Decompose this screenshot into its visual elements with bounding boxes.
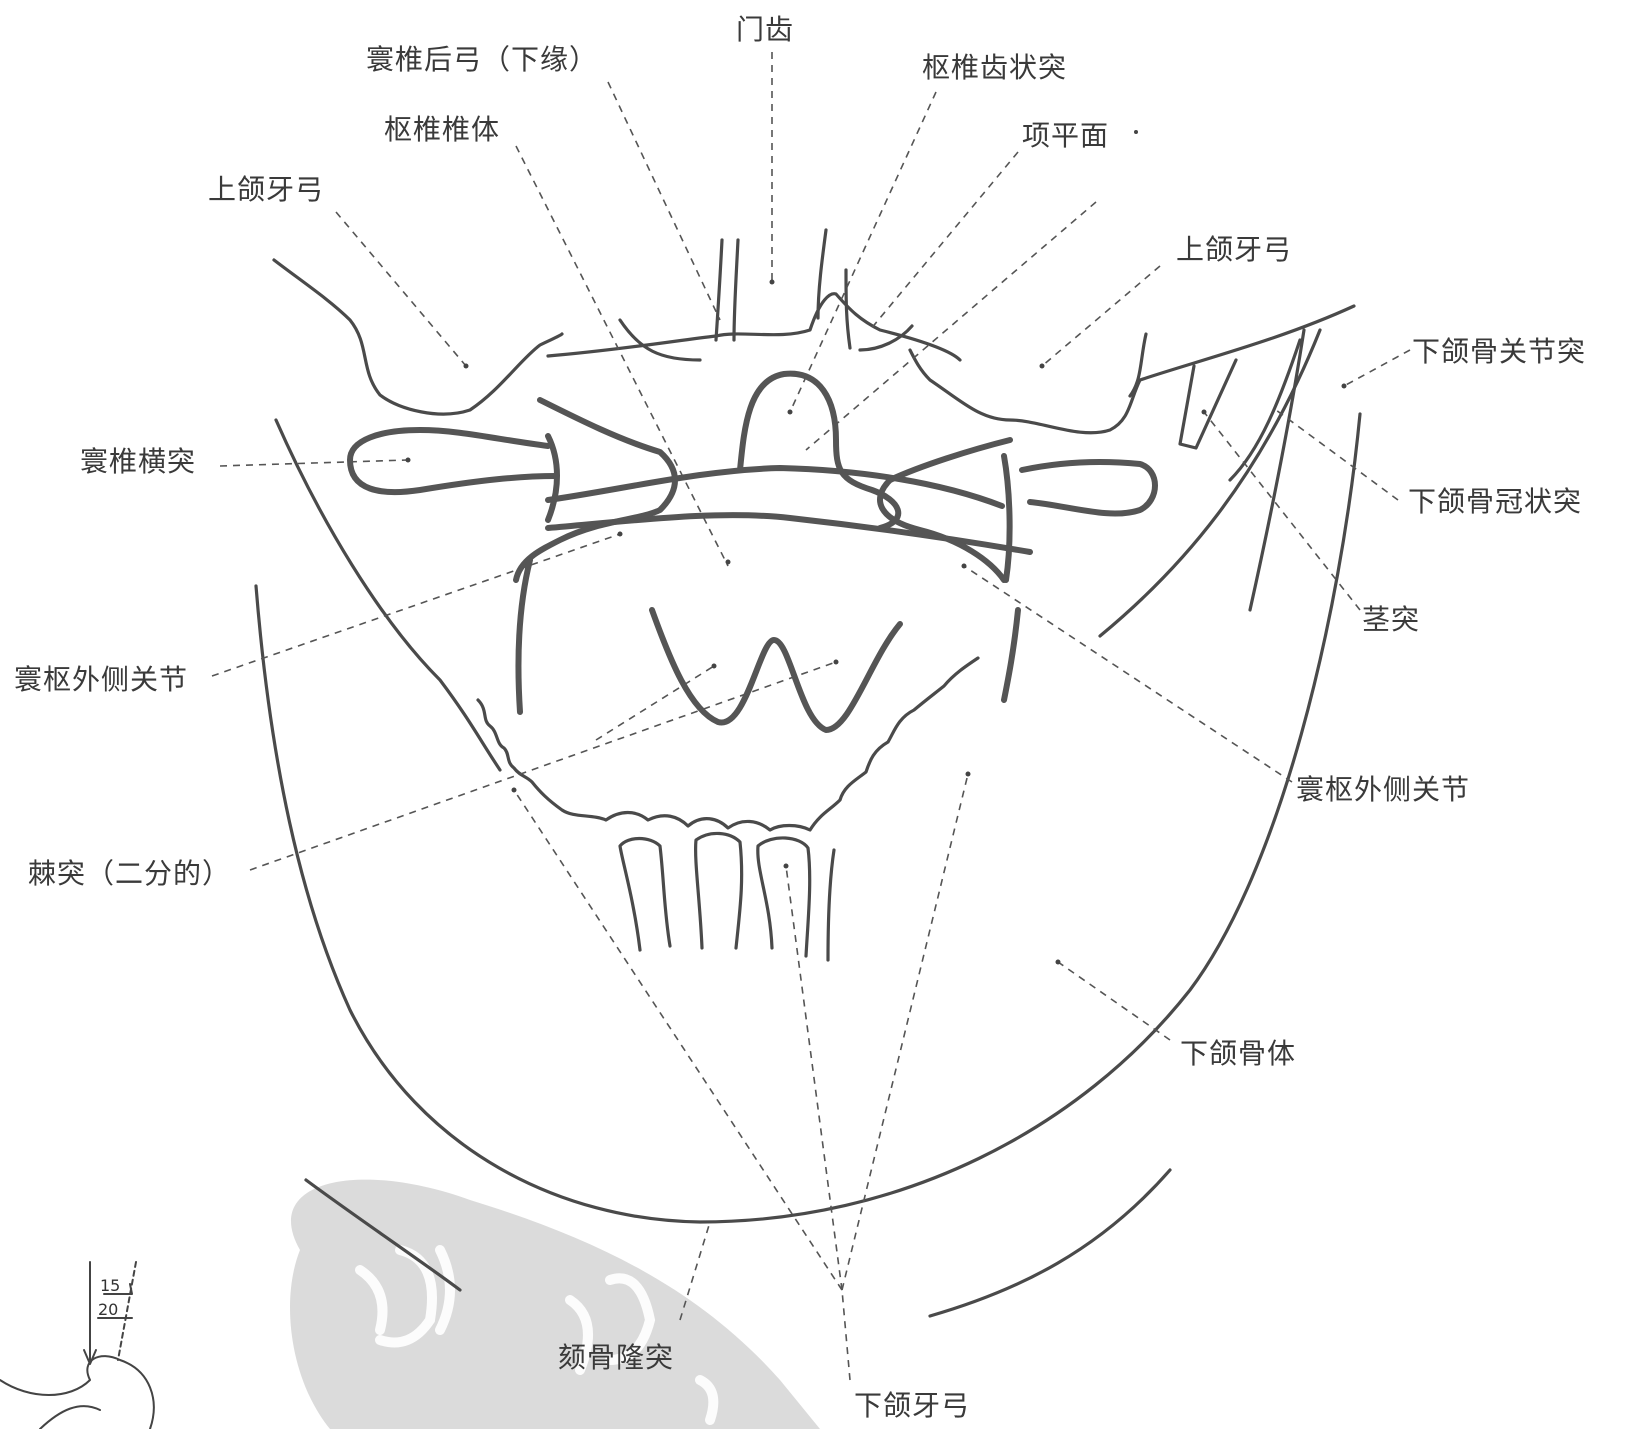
leader-lines	[211, 52, 1411, 1381]
label-maxillary-arch-left: 上颌牙弓	[208, 173, 325, 206]
inset-angle-a: 15	[100, 1276, 121, 1295]
incisor-stroke-4	[844, 268, 852, 350]
watermark-glyphs	[355, 1245, 719, 1425]
spinous-process	[649, 607, 903, 733]
axis-body-left	[515, 557, 533, 715]
maxilla-left-outline	[272, 258, 564, 416]
projection-inset	[0, 1261, 155, 1429]
leader-dots	[405, 130, 1347, 965]
label-atlas-transverse: 寰椎横突	[80, 445, 197, 478]
palate-left-curve	[618, 318, 702, 362]
atlas-transverse-left	[347, 427, 559, 496]
palate-right-curve	[858, 324, 914, 352]
mandible-outline	[254, 412, 1362, 1224]
coronoid-2	[1228, 338, 1302, 482]
incisor-stroke-2	[732, 238, 740, 342]
label-mandible-coronoid: 下颌骨冠状突	[1408, 485, 1583, 518]
lateral-mass-left	[513, 397, 678, 583]
incisor-stroke-1	[714, 238, 724, 342]
label-mandible-condyle: 下颌骨关节突	[1412, 335, 1587, 368]
chin-line-left	[304, 1178, 462, 1292]
label-atlantoaxial-lateral-right: 寰枢外侧关节	[1296, 773, 1471, 806]
maxilla-right-inner	[1128, 332, 1148, 398]
lower-alveolar-edge	[476, 656, 980, 832]
label-axis-dens: 枢椎齿状突	[922, 51, 1068, 84]
lower-tooth-1	[618, 836, 672, 952]
lower-tooth-2	[694, 831, 744, 950]
label-maxillary-arch-right: 上颌牙弓	[1176, 233, 1293, 266]
watermark-shape	[290, 1179, 820, 1429]
lower-tooth-3	[756, 836, 812, 958]
lateral-mass-right-2	[1001, 453, 1013, 583]
label-mandibular-arch: 下颌牙弓	[854, 1389, 971, 1422]
label-axis-body: 枢椎椎体	[384, 113, 501, 146]
label-nuchal-plane: 项平面	[1022, 119, 1110, 152]
label-styloid: 茎突	[1362, 603, 1421, 636]
chin-line-right	[928, 1168, 1172, 1318]
mandible-ramus-right-2	[1248, 328, 1306, 612]
label-atlantoaxial-lateral-left: 寰枢外侧关节	[14, 663, 189, 696]
axis-body-right	[1001, 607, 1021, 703]
atlas-transverse-right	[1019, 459, 1158, 517]
label-mental-protuberance: 颏骨隆突	[558, 1341, 675, 1374]
label-spinous-bifid: 棘突（二分的）	[28, 857, 232, 890]
label-incisors: 门齿	[736, 13, 795, 46]
atlas-arch	[545, 465, 1005, 509]
dens	[737, 370, 902, 531]
palate-arch	[546, 292, 962, 362]
lateral-mass-right	[877, 437, 1013, 583]
lateral-mass-left-2	[545, 433, 560, 523]
coronoid-1	[1178, 358, 1238, 450]
mandible-ramus-left	[274, 418, 502, 772]
label-mandible-body: 下颌骨体	[1180, 1037, 1297, 1070]
maxilla-right-outline	[908, 304, 1356, 435]
inset-angle-b: 20	[98, 1300, 119, 1319]
label-atlas-posterior-arch: 寰椎后弓（下缘）	[366, 43, 599, 76]
lower-tooth-4	[826, 848, 836, 962]
